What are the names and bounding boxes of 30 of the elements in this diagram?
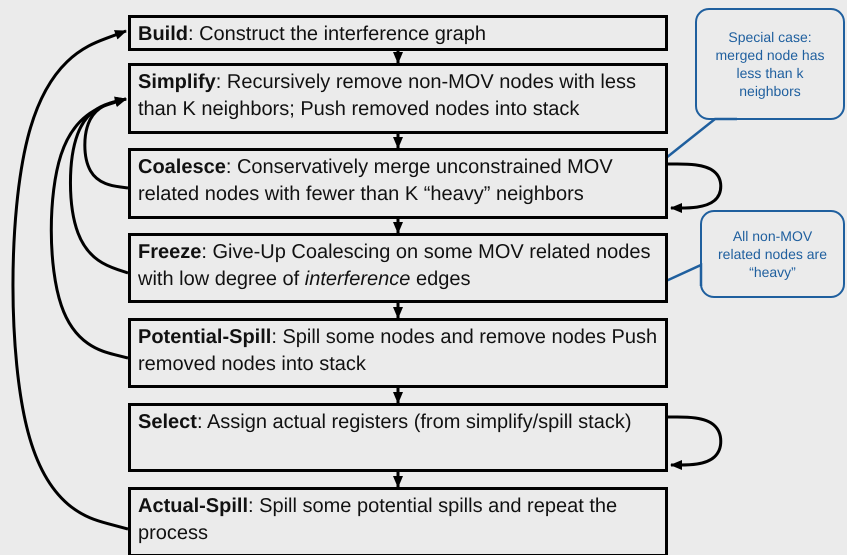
arrow: [68, 96, 128, 274]
callout-bubble: [695, 8, 845, 120]
arrow: [393, 134, 403, 149]
process-box: [128, 318, 668, 388]
callout-text: Special case: merged node has less than k neighbors: [714, 28, 826, 100]
step-text: Build: Construct the interference graph: [138, 22, 487, 47]
process-box: [128, 487, 668, 555]
arrow: [393, 219, 403, 234]
arrow: [393, 303, 403, 319]
callout-bubble: [700, 210, 845, 298]
arrow: [393, 388, 403, 404]
arrow: [11, 30, 128, 530]
arrow: [668, 162, 722, 213]
step-text: Simplify: Recursively remove non-MOV nodes with less than K neighbors; Push removed nodes into stack: [138, 70, 637, 122]
process-box: [128, 233, 668, 303]
arrow: [83, 96, 128, 190]
step-text: Coalesce: Conservatively merge unconstrained MOV related nodes with fewer than K “heavy” neighbors: [138, 155, 614, 208]
arrow: [50, 97, 128, 360]
step-text: Freeze: Give-Up Coalescing on some MOV related nodes with low degree of interference edges: [138, 240, 652, 292]
process-box: [128, 63, 668, 134]
step-text: Potential-Spill: Spill some nodes and remove nodes Push removed nodes into stack: [138, 325, 658, 378]
step-text: Actual-Spill: Spill some potential spills and repeat the process: [138, 494, 618, 546]
process-box: [128, 403, 668, 472]
process-box: [128, 148, 668, 219]
arrow: [393, 51, 403, 64]
arrow: [668, 416, 722, 470]
process-box: [128, 15, 668, 51]
callout-text: All non-MOV related nodes are “heavy”: [717, 226, 828, 282]
arrow: [393, 472, 403, 488]
step-text: Select: Assign actual registers (from simplify/spill stack): [138, 410, 632, 435]
